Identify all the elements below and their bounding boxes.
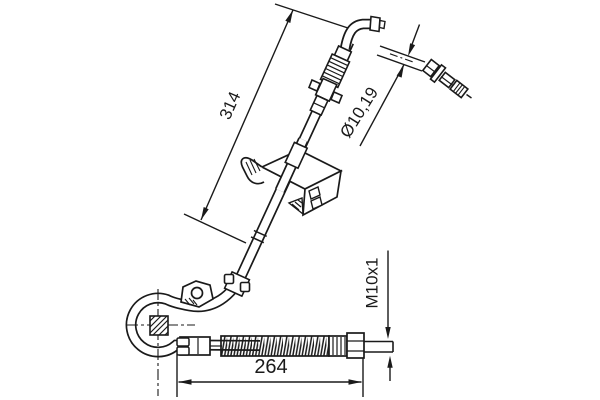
lower-collar [309,94,329,117]
dim-thread-label: M10x1 [362,257,381,308]
hose-body [125,39,354,358]
arrowhead [285,10,293,23]
thread-stub [364,340,394,353]
hex-nut [307,77,344,105]
bracket-slot-upper [308,186,321,200]
arrowhead [348,379,362,385]
clamp-lug-right [239,281,251,293]
end-fitting-hex [346,332,365,359]
clamp-lug-left [223,273,235,285]
bracket-grommet [284,141,309,170]
banjo-bolt [421,58,472,99]
bolt-flange [429,63,447,84]
hose-clamp [223,270,251,298]
dimension-diameter [359,24,426,147]
arrowhead [387,355,393,368]
loop-bracket-tab [180,280,214,308]
end-fitting-ribbed-collar [328,335,348,357]
dim-line-314 [200,9,294,221]
corrugated-sleeve [220,335,330,357]
arrowhead [408,43,416,57]
arrowhead [201,207,209,220]
tube-edge-line-lower [376,54,423,72]
elbow-end-cap [369,15,381,33]
crimp-lug-top [176,337,190,347]
dimension-314 [183,3,349,244]
elbow-end-nub [378,19,386,30]
tube-centerline [389,53,415,63]
mounting-bracket [240,137,343,217]
crimp-coupling [176,336,222,356]
dim-diameter-label: Ø10,19 [336,84,382,141]
dim-314-label: 314 [216,89,245,123]
end-fitting [328,332,394,359]
hose-splice-band [250,229,268,244]
dimension-264 [176,354,364,397]
ext-line-top [274,3,349,29]
tab-hatch [184,297,198,306]
leader-lower [359,64,405,147]
bracket-hook-hatch [245,158,261,176]
bolt-head [421,58,441,78]
crimp-lug-bottom [176,346,190,356]
tube-edge-line-upper [379,45,426,63]
loop-section-bolt [149,315,169,336]
dimension-thread [385,250,393,381]
tab-hole [190,286,204,300]
bracket-wedge-hatch [287,197,304,216]
arrowhead [178,379,192,385]
dim-264-label: 264 [254,356,287,378]
ext-line-bottom [183,213,247,244]
bracket-hook-arm [240,157,265,185]
knurled-sleeve [319,52,351,89]
bracket-slot-lower [310,196,323,210]
bolt-tip-line [466,93,472,99]
top-elbow-fitting [333,15,386,63]
arrowhead [396,64,404,78]
arrowhead [385,327,391,339]
